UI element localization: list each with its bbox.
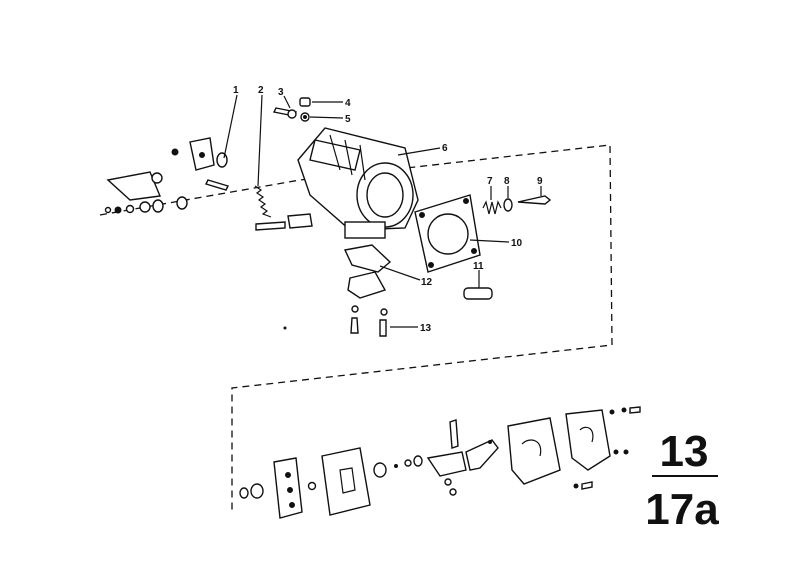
callout-7: 7 bbox=[487, 176, 493, 187]
assembly-lines bbox=[99, 144, 613, 510]
return-spring[interactable] bbox=[254, 185, 272, 218]
idle-adjust-screw[interactable] bbox=[517, 195, 552, 205]
callout-2: 2 bbox=[258, 85, 264, 96]
lever-link[interactable] bbox=[426, 419, 467, 496]
lock-washer[interactable] bbox=[300, 112, 310, 122]
callout-5: 5 bbox=[345, 114, 351, 125]
group-number-sub: 17a bbox=[645, 485, 719, 534]
callout-13: 13 bbox=[420, 323, 432, 334]
callout-9: 9 bbox=[537, 176, 543, 187]
nut[interactable] bbox=[299, 97, 311, 107]
callout-12: 12 bbox=[421, 277, 433, 288]
cover-plate[interactable] bbox=[321, 447, 371, 516]
callout-1: 1 bbox=[233, 85, 239, 96]
lower-washers-left[interactable] bbox=[239, 483, 264, 499]
throttle-lever[interactable] bbox=[171, 137, 229, 191]
gasket-flange[interactable] bbox=[414, 194, 481, 273]
mounting-plate[interactable] bbox=[273, 457, 303, 519]
callout-3: 3 bbox=[278, 87, 284, 98]
throttle-bracket[interactable] bbox=[343, 244, 392, 299]
callout-6: 6 bbox=[442, 143, 448, 154]
group-number-main: 13 bbox=[660, 427, 709, 476]
idle-spring[interactable] bbox=[482, 200, 502, 215]
sleeve[interactable] bbox=[463, 287, 493, 300]
callout-4: 4 bbox=[345, 98, 351, 109]
link-screw[interactable] bbox=[255, 213, 313, 231]
small-washer-a[interactable] bbox=[307, 481, 317, 491]
housing-cover[interactable] bbox=[507, 417, 561, 485]
linkage-arm[interactable] bbox=[104, 171, 188, 214]
end-cover[interactable] bbox=[565, 406, 641, 490]
callout-leaders bbox=[223, 94, 542, 328]
callout-11: 11 bbox=[473, 261, 484, 272]
jets[interactable] bbox=[350, 305, 388, 337]
throttle-arm[interactable] bbox=[465, 439, 499, 471]
callout-8: 8 bbox=[504, 176, 510, 187]
sealing-washer[interactable] bbox=[503, 198, 513, 212]
mounting-screw[interactable] bbox=[272, 107, 298, 119]
group-number-block: 13 17a bbox=[645, 427, 719, 534]
stray-mark bbox=[283, 326, 287, 330]
throttle-body-housing[interactable] bbox=[297, 127, 419, 239]
callout-10: 10 bbox=[511, 238, 523, 249]
shaft-washers[interactable] bbox=[373, 455, 423, 478]
